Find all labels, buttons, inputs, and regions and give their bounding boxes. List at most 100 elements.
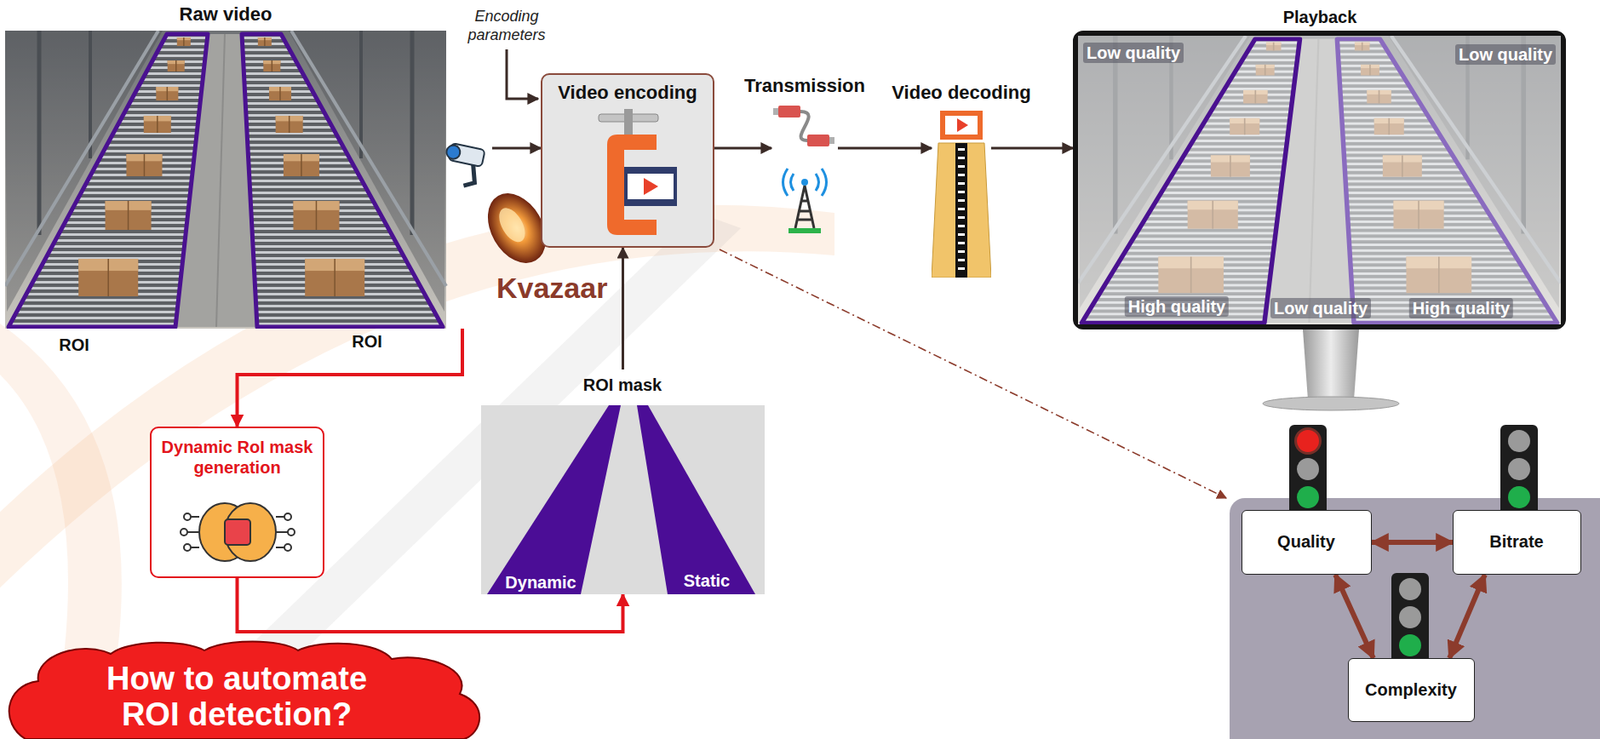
roi-mask-image [481,405,765,595]
stage-title: Transmission [744,74,866,98]
decoder-icon [955,143,968,278]
ai-brain-icon [180,528,188,536]
transmission-icon [788,228,821,234]
roi-mask-image [636,405,756,595]
camera-icon [440,142,486,189]
conveyor [8,34,208,327]
decoder-icon [957,156,965,160]
traffic-light [1508,458,1531,481]
roi-outline [1336,39,1557,323]
parcel-tape [183,37,185,46]
blur-overlay [1078,35,1561,325]
parcel [292,200,339,230]
process-box: Dynamic RoI mask generation [149,426,325,579]
parcel [269,86,292,101]
parcel [167,60,185,72]
traffic-light [1500,424,1538,517]
transmission-icon [801,178,809,186]
transmission-icon [783,168,827,196]
encoder-name: Kvazaar [496,270,608,306]
transmission-icon [771,100,838,237]
parcel [177,37,191,46]
transmission-icon [795,185,815,229]
decoder-stage: Video decoding [931,110,992,278]
decoder-icon [957,165,965,168]
encoder-box: Video encoding [540,73,715,248]
clamp-icon [643,177,659,195]
traffic-light [1296,486,1319,509]
transmission-icon [773,108,779,115]
metric-box: Bitrate [1452,510,1582,575]
post [359,30,363,159]
box-title: Dynamic RoI mask generation [156,436,318,478]
parcel-tape [156,115,159,133]
parcel-tape [263,37,266,46]
monitor-stand [1262,329,1400,411]
roi-mask-image [487,405,621,595]
ai-brain-icon [284,513,292,521]
parcel-tape [143,154,146,177]
roi-label: ROI [351,331,383,352]
traffic-light [1296,458,1319,481]
parcel-tape [107,258,109,297]
camera-icon [463,164,478,189]
connector [714,147,772,150]
clamp-icon [627,173,674,200]
ai-brain-icon [224,519,251,545]
mask-region-label: Dynamic [504,572,576,593]
metric-label: Complexity [1364,679,1457,700]
raw-video-frame [5,30,493,329]
quality-label: Low quality [1083,42,1184,64]
metric-box: Complexity [1347,658,1475,723]
camera-icon [445,143,462,161]
roi-mask: ROI maskDynamicStatic [481,369,765,595]
parcel [105,200,152,230]
parcel-tape [175,60,178,72]
raw-video-image: Raw video [5,30,493,329]
conveyor [241,34,443,327]
floor [1078,35,1561,325]
monitor-stand [1302,329,1360,401]
traffic-light [1289,424,1327,517]
floor [5,30,447,329]
roi-outline [241,34,443,327]
traffic-light [1508,486,1531,509]
ai-brain-icon [183,544,191,551]
connector [237,328,464,427]
traffic-light [1500,424,1538,517]
parcel-tape [166,86,169,101]
raw-video-frame [5,30,447,329]
traffic-light [1289,424,1327,517]
parcel-tape [271,60,274,72]
transmission-icon [807,134,830,147]
metric-label: Quality [1277,531,1336,552]
parcel-tape [333,258,336,297]
ai-brain-icon [183,513,191,521]
metric-box: Quality [1241,510,1372,575]
traffic-light [1399,606,1422,629]
decoder-icon [957,224,965,228]
parcel [126,154,162,177]
kvazaar-logo [493,203,531,247]
decoder-icon [957,216,965,219]
decoder-icon [957,241,965,245]
parcel [155,86,178,101]
decoder-icon [957,267,965,270]
tradeoff-panel [1229,498,1600,739]
ai-brain-icon [284,544,292,551]
parcel-tape [288,115,291,133]
decoder-icon [931,110,992,278]
stage-title: Video decoding [891,81,1031,104]
decoder-icon [957,148,965,151]
box-title: Video encoding [557,81,697,104]
connector [1449,574,1486,659]
decoder-icon [957,258,965,262]
connector [1371,539,1453,545]
decoder-icon [957,199,965,202]
monitor-stand [1262,396,1400,411]
parcel [275,115,304,133]
decoder-icon [957,207,965,211]
connector [837,147,932,150]
quality-label: High quality [1409,298,1514,319]
